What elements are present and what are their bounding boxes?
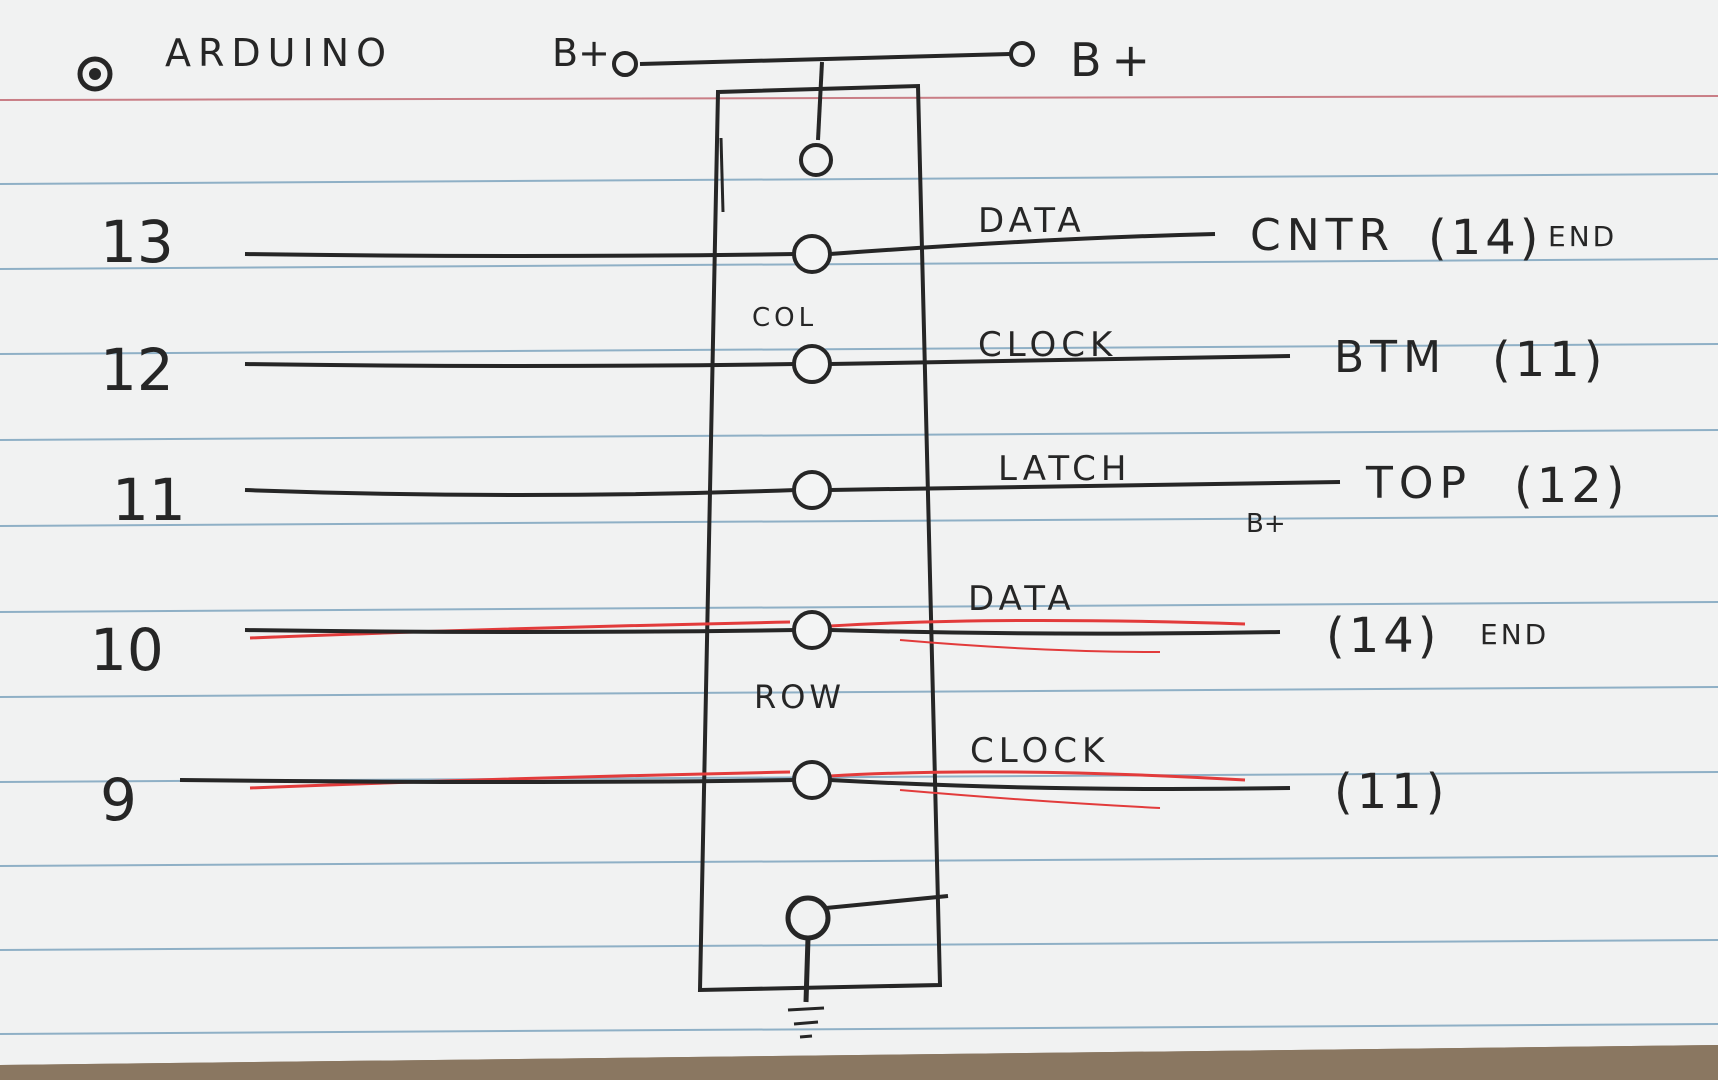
ic-package (697, 83, 943, 993)
ground-stem (803, 937, 811, 1003)
destination-label: BTM (1334, 332, 1447, 383)
arduino-pin-number: 9 (100, 766, 137, 834)
col-label: COL (752, 303, 817, 333)
pin-wire-right (829, 628, 1281, 636)
arduino-pin-number: 13 (100, 208, 174, 276)
ic-supply-pin (799, 143, 833, 177)
ruled-line (0, 429, 1718, 441)
destination-pin-ref: (11) (1334, 764, 1449, 820)
pin-wire-right (829, 778, 1291, 791)
end-note: END (1548, 220, 1617, 253)
red-trace (249, 770, 791, 790)
red-trace (829, 770, 1246, 782)
pin-wire-right (829, 232, 1216, 256)
ic-pin-terminal (792, 344, 832, 384)
right-supply-label: B+ (1070, 33, 1160, 87)
margin-line (0, 95, 1718, 101)
ruled-line (0, 1023, 1718, 1035)
destination-pin-ref: (11) (1492, 332, 1607, 388)
arduino-pin-number: 12 (100, 336, 174, 404)
wood-strip (0, 1045, 1718, 1080)
pin-wire-left (179, 778, 797, 784)
pin-wire-left (244, 362, 797, 368)
signal-label: CLOCK (978, 325, 1117, 365)
destination-pin-ref: (14) (1428, 210, 1543, 266)
destination-label: TOP (1365, 458, 1472, 509)
pin-wire-right (829, 480, 1341, 492)
ruled-line (0, 939, 1718, 951)
supply-bus (639, 52, 1011, 66)
red-trace (249, 620, 791, 640)
signal-label: CLOCK (970, 731, 1109, 771)
ruled-line (0, 258, 1718, 270)
destination-pin-ref: (14) (1326, 608, 1441, 664)
right-supply-terminal (1009, 41, 1035, 67)
latch-b-plus-note: B+ (1246, 509, 1286, 539)
ruled-line (0, 601, 1718, 613)
pin-wire-left (244, 252, 797, 258)
ic-ground-pin (785, 895, 831, 941)
ruled-line (0, 515, 1718, 527)
ruled-line (0, 855, 1718, 867)
pin-wire-left (244, 628, 797, 634)
ic-pin-terminal (792, 610, 832, 650)
signal-label: LATCH (998, 449, 1131, 489)
red-trace (829, 618, 1246, 628)
ruled-line (0, 173, 1718, 185)
left-supply-label: B+ (552, 31, 610, 75)
pin-header-icon (77, 56, 113, 92)
pin-wire-right (829, 354, 1291, 366)
signal-label: DATA (978, 201, 1086, 241)
ground-jumper (825, 894, 949, 910)
pin-wire-left (244, 488, 797, 497)
signal-label: DATA (968, 579, 1076, 619)
ruled-line (0, 686, 1718, 698)
destination-label: CNTR (1250, 210, 1395, 261)
left-supply-terminal (612, 51, 638, 77)
red-trace (899, 639, 1161, 653)
row-label: ROW (754, 678, 845, 716)
ic-pin-terminal (792, 760, 832, 800)
ic-pin-terminal (792, 470, 832, 510)
arduino-pin-number: 10 (90, 616, 164, 684)
red-trace (899, 789, 1161, 809)
supply-drop-wire (816, 61, 824, 141)
end-note: END (1480, 618, 1549, 651)
inner-wire-left (719, 137, 725, 213)
destination-pin-ref: (12) (1514, 458, 1629, 514)
ic-pin-terminal (792, 234, 832, 274)
ruled-line (0, 343, 1718, 355)
arduino-title: ARDUINO (165, 31, 393, 75)
ground-icon (787, 1006, 825, 1039)
arduino-pin-number: 11 (112, 466, 186, 534)
